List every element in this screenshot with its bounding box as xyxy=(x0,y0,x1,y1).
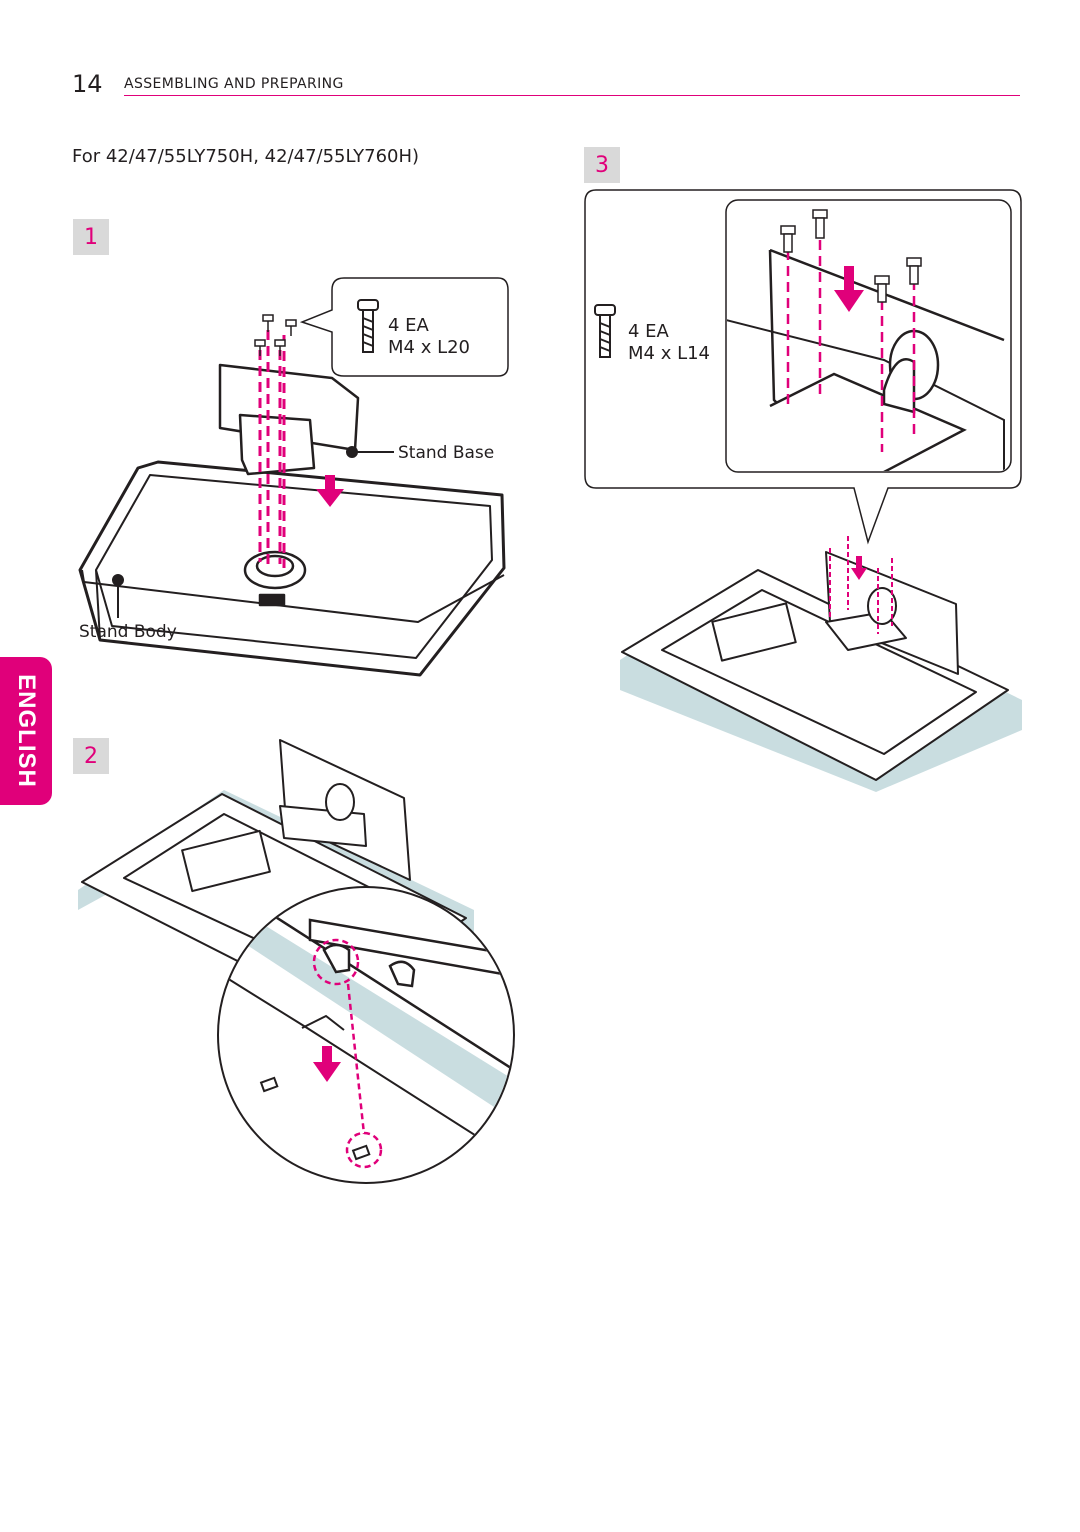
stand-body-label: Stand Body xyxy=(79,622,177,642)
stand-base-drawing xyxy=(218,363,360,607)
header-rule xyxy=(124,95,1020,96)
step-1-screw-spec: M4 x L20 xyxy=(388,337,471,358)
step-1-illustration xyxy=(78,277,509,677)
step-1-screw-quantity: 4 EA xyxy=(388,315,429,336)
step-3-callout-frame xyxy=(584,189,1022,545)
step-3-tv-illustration xyxy=(620,536,1022,792)
down-arrow-icon xyxy=(313,1046,341,1082)
step-3-screw-quantity: 4 EA xyxy=(628,321,669,342)
screw-icon xyxy=(594,304,616,358)
language-tab: ENGLISH xyxy=(0,657,52,805)
model-caption: For 42/47/55LY750H, 42/47/55LY760H) xyxy=(72,146,420,167)
step-2-illustration xyxy=(78,739,515,1184)
section-title: ASSEMBLING AND PREPARING xyxy=(124,76,344,92)
screw-set-icon xyxy=(254,314,297,356)
language-tab-label: ENGLISH xyxy=(13,674,40,788)
page-number: 14 xyxy=(72,70,103,98)
down-arrow-icon xyxy=(316,475,344,507)
step-3-detail-content xyxy=(727,248,1005,471)
step-3-alignment-lines xyxy=(786,240,916,452)
step-2-badge: 2 xyxy=(73,738,109,774)
tv-back-drawing xyxy=(621,551,1009,781)
down-arrow-icon xyxy=(834,266,864,312)
screw-icon xyxy=(357,299,379,353)
zoom-detail-content xyxy=(219,888,513,1161)
label-leaders xyxy=(112,446,394,618)
step-3-screw-set-icon xyxy=(780,209,922,303)
alignment-guides xyxy=(312,938,383,1169)
stand-base-label: Stand Base xyxy=(398,443,495,463)
screw-callout-bubble xyxy=(299,277,509,377)
step-3-screw-spec: M4 x L14 xyxy=(628,343,711,364)
step-1-badge: 1 xyxy=(73,219,109,255)
down-arrow-icon xyxy=(851,556,867,580)
step-3-badge: 3 xyxy=(584,147,620,183)
step-3-tv-alignment-lines xyxy=(829,536,893,634)
screw-alignment-lines xyxy=(258,330,286,568)
